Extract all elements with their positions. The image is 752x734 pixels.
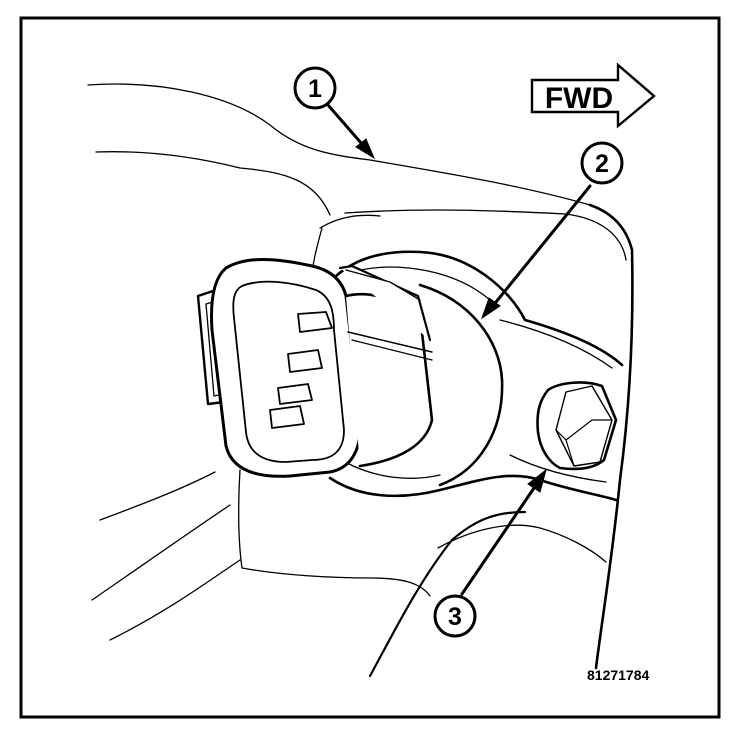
fwd-label: FWD (545, 82, 613, 115)
callout-2: 2 (580, 141, 624, 185)
callout-1: 1 (293, 66, 337, 110)
mounting-bolt (536, 381, 618, 471)
electrical-connector (196, 258, 434, 478)
callout-3-number: 3 (448, 603, 462, 631)
callout-1-arrowhead (355, 138, 376, 160)
callout-2-number: 2 (595, 150, 609, 178)
callout-2-leader (494, 184, 592, 304)
fwd-arrow: FWD (530, 62, 656, 129)
callout-1-leader (326, 103, 364, 146)
callout-3-leader (460, 486, 536, 596)
callout-arrows (326, 103, 592, 596)
callout-3: 3 (433, 594, 477, 638)
figure-id: 81271784 (587, 667, 650, 683)
callout-2-arrowhead (481, 297, 501, 320)
callout-1-number: 1 (308, 75, 322, 103)
fwd-arrow-outline (530, 62, 656, 129)
sensor-flange (328, 250, 624, 502)
engine-outline (87, 83, 634, 678)
callout-3-arrowhead (527, 468, 547, 493)
